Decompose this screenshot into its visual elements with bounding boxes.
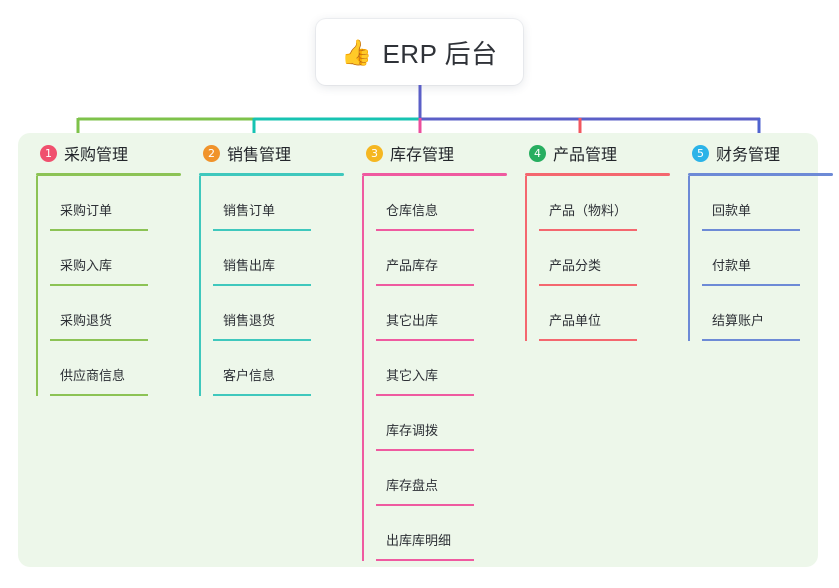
list-item-rule xyxy=(213,394,311,396)
column-items: 仓库信息产品库存其它出库其它入库库存调拨库存盘点出库库明细 xyxy=(362,176,507,561)
column-1: 1 采购管理采购订单采购入库采购退货供应商信息 xyxy=(36,140,181,570)
list-item-rule xyxy=(702,284,800,286)
list-item[interactable]: 付款单 xyxy=(702,231,833,286)
list-item[interactable]: 采购入库 xyxy=(50,231,181,286)
list-item[interactable]: 产品单位 xyxy=(539,286,670,341)
column-badge-icon: 4 xyxy=(529,144,546,162)
list-item-label: 产品（物料） xyxy=(549,203,628,218)
list-item-label: 其它入库 xyxy=(386,368,439,383)
list-item-rule xyxy=(213,229,311,231)
column-badge-icon: 5 xyxy=(692,144,709,162)
list-item-rule xyxy=(376,559,474,561)
column-title: 财务管理 xyxy=(716,147,781,164)
list-item[interactable]: 结算账户 xyxy=(702,286,833,341)
list-item-label: 采购退货 xyxy=(60,313,113,328)
column-header-rule xyxy=(199,173,344,176)
column-header-3[interactable]: 3 库存管理 xyxy=(362,140,507,166)
list-item-rule xyxy=(376,504,474,506)
list-item-label: 库存盘点 xyxy=(386,478,439,493)
column-header-2[interactable]: 2 销售管理 xyxy=(199,140,344,166)
list-item-rule xyxy=(50,339,148,341)
list-item[interactable]: 产品库存 xyxy=(376,231,507,286)
list-item[interactable]: 回款单 xyxy=(702,176,833,231)
list-item-rule xyxy=(50,229,148,231)
list-item-label: 产品分类 xyxy=(549,258,602,273)
list-item-label: 销售出库 xyxy=(223,258,276,273)
list-item-rule xyxy=(376,449,474,451)
list-item-label: 库存调拨 xyxy=(386,423,439,438)
column-badge-icon: 3 xyxy=(366,144,383,162)
list-item[interactable]: 库存调拨 xyxy=(376,396,507,451)
list-item[interactable]: 客户信息 xyxy=(213,341,344,396)
column-badge-icon: 1 xyxy=(40,144,57,162)
list-item[interactable]: 供应商信息 xyxy=(50,341,181,396)
list-item[interactable]: 产品分类 xyxy=(539,231,670,286)
list-item-label: 采购订单 xyxy=(60,203,113,218)
column-title: 产品管理 xyxy=(553,147,618,164)
list-item[interactable]: 仓库信息 xyxy=(376,176,507,231)
column-header-4[interactable]: 4 产品管理 xyxy=(525,140,670,166)
thumbs-up-icon: 👍 xyxy=(341,37,373,67)
column-header-1[interactable]: 1 采购管理 xyxy=(36,140,181,166)
list-item-rule xyxy=(702,229,800,231)
column-4: 4 产品管理产品（物料） 产品分类产品单位 xyxy=(525,140,670,570)
list-item-label: 仓库信息 xyxy=(386,203,439,218)
column-header-rule xyxy=(36,173,181,176)
column-title: 采购管理 xyxy=(64,147,129,164)
list-item[interactable]: 采购退货 xyxy=(50,286,181,341)
column-items: 回款单付款单结算账户 xyxy=(688,176,833,341)
root-node-card[interactable]: 👍 ERP 后台 xyxy=(316,19,523,85)
list-item-label: 采购入库 xyxy=(60,258,113,273)
column-header-rule xyxy=(362,173,507,176)
list-item-label: 供应商信息 xyxy=(60,368,126,383)
column-items: 销售订单销售出库销售退货客户信息 xyxy=(199,176,344,396)
list-item-label: 产品单位 xyxy=(549,313,602,328)
list-item-rule xyxy=(50,284,148,286)
column-header-5[interactable]: 5 财务管理 xyxy=(688,140,833,166)
list-item-label: 产品库存 xyxy=(386,258,439,273)
list-item-rule xyxy=(539,229,637,231)
list-item[interactable]: 销售退货 xyxy=(213,286,344,341)
list-item-label: 回款单 xyxy=(712,203,752,218)
list-item[interactable]: 其它入库 xyxy=(376,341,507,396)
column-3: 3 库存管理仓库信息产品库存其它出库其它入库库存调拨库存盘点出库库明细 xyxy=(362,140,507,570)
column-2: 2 销售管理销售订单销售出库销售退货客户信息 xyxy=(199,140,344,570)
list-item-rule xyxy=(213,284,311,286)
board-panel xyxy=(18,133,818,567)
column-title: 库存管理 xyxy=(390,147,455,164)
list-item[interactable]: 其它出库 xyxy=(376,286,507,341)
column-badge-icon: 2 xyxy=(203,144,220,162)
list-item-rule xyxy=(213,339,311,341)
list-item-label: 客户信息 xyxy=(223,368,276,383)
list-item-rule xyxy=(376,229,474,231)
root-node-title: ERP 后台 xyxy=(382,38,498,69)
column-header-rule xyxy=(525,173,670,176)
list-item-rule xyxy=(539,284,637,286)
list-item-rule xyxy=(376,394,474,396)
list-item-rule xyxy=(376,284,474,286)
list-item-rule xyxy=(539,339,637,341)
list-item-rule xyxy=(702,339,800,341)
list-item[interactable]: 采购订单 xyxy=(50,176,181,231)
list-item[interactable]: 销售出库 xyxy=(213,231,344,286)
list-item[interactable]: 库存盘点 xyxy=(376,451,507,506)
list-item-rule xyxy=(50,394,148,396)
list-item[interactable]: 出库库明细 xyxy=(376,506,507,561)
columns-container: 1 采购管理采购订单采购入库采购退货供应商信息 2 销售管理销售订单销售出库销售退货客… xyxy=(18,140,833,570)
column-items: 产品（物料） 产品分类产品单位 xyxy=(525,176,670,341)
list-item-label: 其它出库 xyxy=(386,313,439,328)
column-header-rule xyxy=(688,173,833,176)
list-item-label: 结算账户 xyxy=(712,313,765,328)
list-item-rule xyxy=(376,339,474,341)
column-title: 销售管理 xyxy=(227,147,292,164)
list-item-label: 销售退货 xyxy=(223,313,276,328)
column-items: 采购订单采购入库采购退货供应商信息 xyxy=(36,176,181,396)
list-item-label: 销售订单 xyxy=(223,203,276,218)
list-item-label: 出库库明细 xyxy=(386,533,452,548)
column-5: 5 财务管理回款单付款单结算账户 xyxy=(688,140,833,570)
list-item-label: 付款单 xyxy=(712,258,752,273)
list-item[interactable]: 产品（物料） xyxy=(539,176,670,231)
list-item[interactable]: 销售订单 xyxy=(213,176,344,231)
